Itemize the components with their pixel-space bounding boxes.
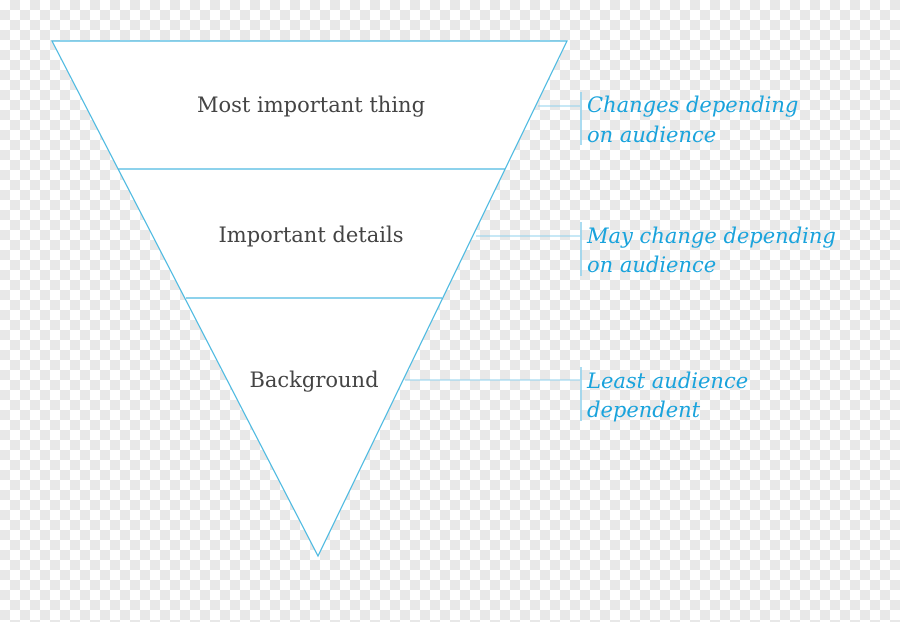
annotation-3-line-1: Least audience [586,369,748,393]
annotation-2-line-1: May change depending [586,224,836,248]
level-label-background: Background [249,368,378,392]
annotation-2-line-2: on audience [587,253,716,277]
annotation-1-line-1: Changes depending [587,93,798,117]
annotation-1-line-2: on audience [587,123,716,147]
annotation-3-line-2: dependent [587,398,701,422]
level-label-important-details: Important details [219,223,404,247]
level-label-most-important: Most important thing [197,93,425,117]
